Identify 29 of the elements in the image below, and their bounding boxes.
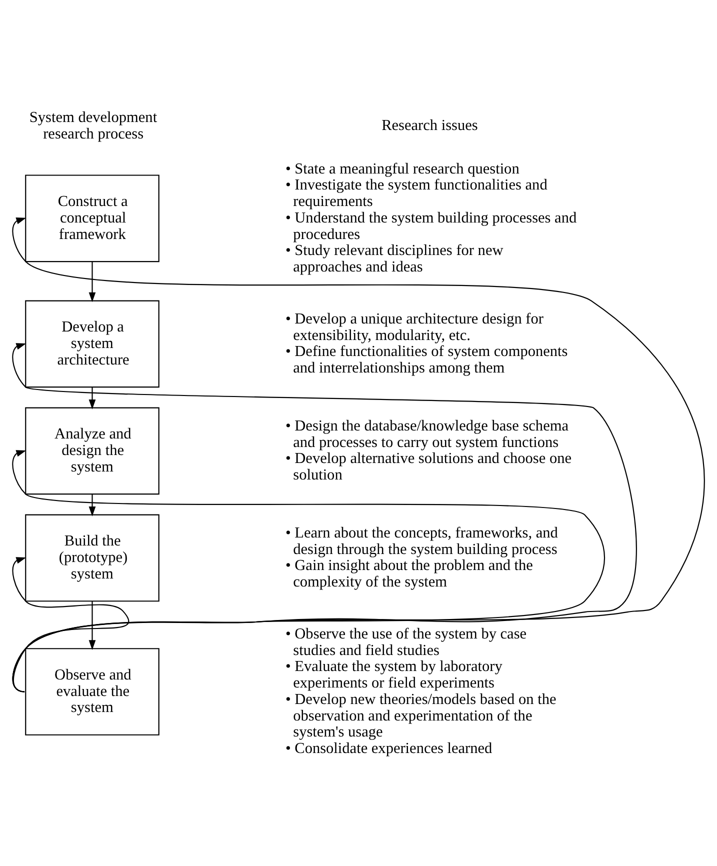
arrow	[12, 556, 129, 692]
arrow	[12, 450, 606, 692]
label: System development research process	[29, 108, 158, 142]
node-label: • State a meaningful research question	[286, 160, 520, 177]
arrow	[12, 342, 637, 692]
arrow	[12, 217, 704, 692]
node-label: • Define functionalities of system components and interrelationships among them	[286, 342, 568, 376]
node-label: • Observe the use of the system by case studies and field studies	[286, 624, 527, 658]
node-label: • Investigate the system functionalities and requirements	[286, 176, 548, 210]
node-label: • Consolidate experiences learned	[286, 740, 492, 757]
node-label: • Gain insight about the problem and the complexity of the system	[286, 556, 533, 590]
label: Research issues	[382, 116, 478, 134]
arrow	[88, 600, 96, 650]
node-box: Develop a system architecture	[25, 300, 160, 388]
arrow	[88, 494, 96, 516]
node-label: • Develop new theories/models based on the observation and experimentation of the system's usage	[286, 690, 556, 740]
node-label: • Develop a unique architecture design for extensibility, modularity, etc.	[286, 310, 544, 344]
node-label: • Design the database/knowledge base schema and processes to carry out system functions	[286, 416, 569, 450]
node-box: Analyze and design the system	[25, 406, 160, 494]
node-label: • Develop alternative solutions and choose one solution	[286, 450, 572, 484]
node-label: • Understand the system building processes and procedures	[286, 208, 577, 242]
node-box: Construct a conceptual framework	[25, 174, 160, 262]
node-label: • Evaluate the system by laboratory experiments or field experiments	[286, 658, 502, 692]
node-label: • Learn about the concepts, frameworks, and design through the system building process	[286, 524, 558, 558]
node-label: • Study relevant disciplines for new approaches and ideas	[286, 242, 504, 276]
node-box: Build the (prototype) system	[25, 514, 160, 602]
arrow	[88, 261, 96, 302]
node-box: Observe and evaluate the system	[25, 648, 160, 735]
arrow	[88, 386, 96, 409]
